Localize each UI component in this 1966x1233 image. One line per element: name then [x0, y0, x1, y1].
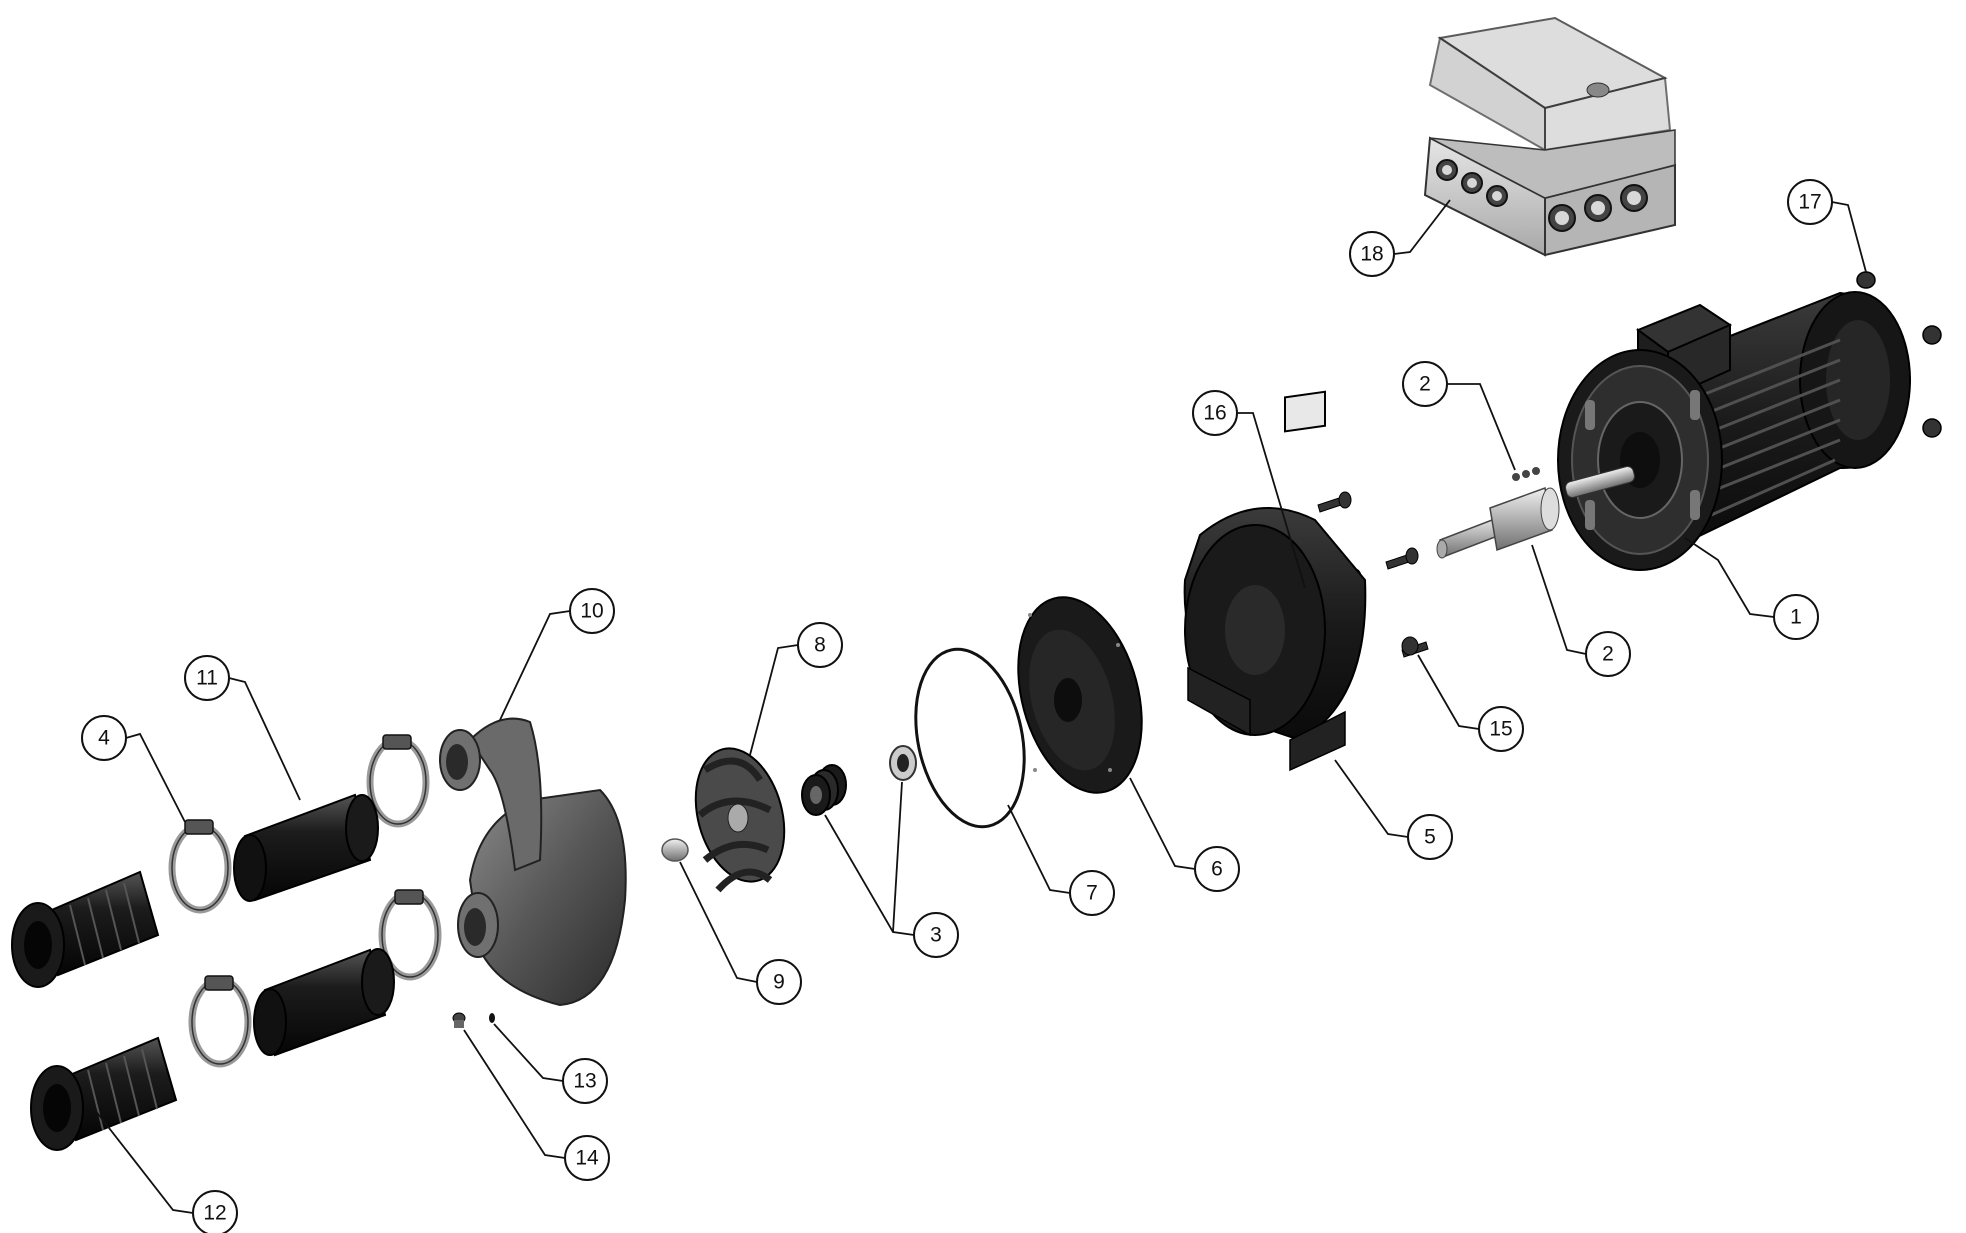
- callout-drain-washer: 13: [562, 1058, 608, 1104]
- callout-pump-casing: 10: [569, 588, 615, 634]
- callout-circle: [1787, 179, 1833, 225]
- callout-number: 17: [1798, 191, 1821, 214]
- leader-line-hose-connector: [94, 1109, 194, 1214]
- hose-sleeve: [233, 793, 395, 1057]
- callout-circle: [564, 1135, 610, 1181]
- leader-line-drain-washer: [493, 1023, 564, 1082]
- callout-number: 4: [98, 727, 110, 750]
- terminal-box: [1423, 16, 1676, 257]
- mechanical-seal: [801, 745, 917, 816]
- impeller-nut: [661, 838, 689, 862]
- leader-line-back-plate: [1129, 777, 1196, 870]
- callout-mechanical-seal: 3: [913, 912, 959, 958]
- callout-impeller-nut: 9: [756, 959, 802, 1005]
- leader-line-shaft-extension: [1531, 544, 1587, 655]
- callout-circle: [1773, 594, 1819, 640]
- callout-circle: [1349, 231, 1395, 277]
- lantern-bracket: [1183, 390, 1367, 772]
- shaft-grub-screws: [1512, 467, 1540, 481]
- motor-nut: [1856, 271, 1942, 438]
- callout-number: 1: [1790, 606, 1802, 629]
- leader-line-motor-nut: [1831, 201, 1867, 273]
- callout-circle: [913, 912, 959, 958]
- o-ring: [914, 647, 1026, 829]
- leader-line-hose-sleeve: [228, 677, 301, 801]
- callout-number: 7: [1086, 882, 1098, 905]
- callout-back-plate: 6: [1194, 846, 1240, 892]
- callout-number: 5: [1424, 826, 1436, 849]
- hose-connector: [11, 870, 178, 1151]
- callout-impeller: 8: [797, 622, 843, 668]
- callout-number: 3: [930, 924, 942, 947]
- leader-line-hose-clamp: [125, 732, 186, 823]
- callout-number: 2: [1419, 373, 1431, 396]
- drain-washer: [489, 1013, 495, 1023]
- callout-lantern-bracket: 5: [1407, 814, 1453, 860]
- callout-number: 16: [1203, 402, 1226, 425]
- callout-bracket-window: 16: [1192, 390, 1238, 436]
- leader-line-terminal-box: [1393, 199, 1451, 255]
- leader-line-mechanical-seal: [824, 814, 915, 936]
- callout-number: 9: [773, 971, 785, 994]
- leader-line-shaft-grub-screws: [1447, 383, 1516, 471]
- callout-circle: [1478, 706, 1524, 752]
- callout-hose-clamp: 4: [81, 715, 127, 761]
- leader-line-mechanical-seal-branch: [892, 781, 903, 933]
- leader-line-pump-casing: [499, 610, 571, 721]
- callout-number: 8: [814, 634, 826, 657]
- callout-number: 10: [580, 600, 603, 623]
- callout-circle: [562, 1058, 608, 1104]
- callout-circle: [1402, 361, 1448, 407]
- impeller: [694, 747, 786, 893]
- callout-number: 12: [203, 1202, 226, 1225]
- leader-lines: [94, 199, 1867, 1214]
- shaft-extension: [1436, 486, 1560, 559]
- leader-line-motor: [1684, 537, 1775, 618]
- callout-motor: 1: [1773, 594, 1819, 640]
- callout-shaft-extension: 2: [1585, 631, 1631, 677]
- callout-number: 15: [1489, 718, 1512, 741]
- callout-circle: [81, 715, 127, 761]
- callout-o-ring: 7: [1069, 870, 1115, 916]
- leader-line-o-ring: [1007, 804, 1071, 894]
- pump-casing: [439, 717, 627, 1007]
- callout-bracket-bolt: 15: [1478, 706, 1524, 752]
- callout-circle: [1069, 870, 1115, 916]
- callout-circle: [1407, 814, 1453, 860]
- callout-circle: [1192, 390, 1238, 436]
- callout-hose-connector: 12: [192, 1190, 238, 1233]
- callout-number: 11: [196, 667, 218, 690]
- callout-circle: [1585, 631, 1631, 677]
- callout-number: 18: [1360, 243, 1383, 266]
- leader-line-impeller: [749, 644, 799, 756]
- callout-number: 14: [575, 1147, 599, 1170]
- callout-circle: [756, 959, 802, 1005]
- leader-line-lantern-bracket: [1334, 759, 1409, 838]
- callout-circle: [192, 1190, 238, 1233]
- motor: [1557, 291, 1912, 571]
- callout-circle: [184, 655, 230, 701]
- callout-terminal-box: 18: [1349, 231, 1395, 277]
- leader-line-impeller-nut: [679, 861, 758, 983]
- callout-number: 6: [1211, 858, 1223, 881]
- leader-line-bracket-window: [1237, 412, 1306, 589]
- callout-number: 13: [573, 1070, 596, 1093]
- callout-circle: [569, 588, 615, 634]
- callout-circle: [797, 622, 843, 668]
- leader-line-drain-plug: [463, 1029, 566, 1159]
- callout-drain-plug: 14: [564, 1135, 610, 1181]
- leader-line-bracket-bolt: [1417, 654, 1480, 730]
- callout-hose-sleeve: 11: [184, 655, 230, 701]
- drain-plug: [452, 1012, 466, 1028]
- callout-shaft-grub-screws: 2: [1402, 361, 1448, 407]
- callout-number: 2: [1602, 643, 1614, 666]
- back-plate: [1017, 596, 1143, 794]
- callout-circle: [1194, 846, 1240, 892]
- callout-motor-nut: 17: [1787, 179, 1833, 225]
